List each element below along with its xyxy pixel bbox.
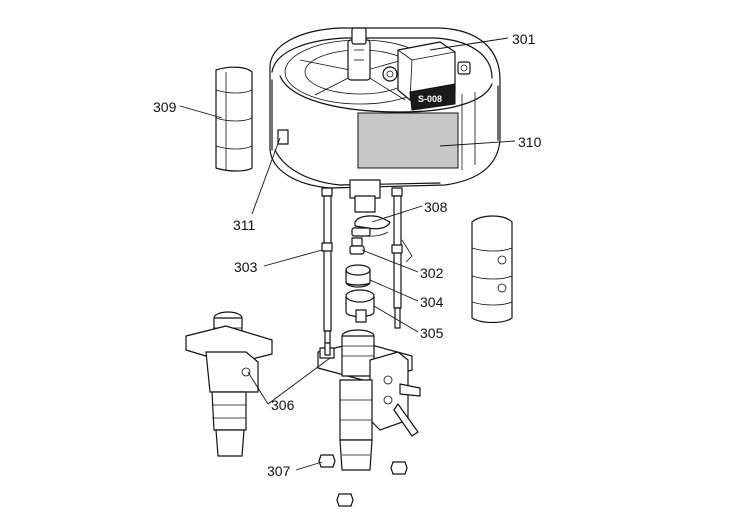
brand-badge: [409, 83, 456, 111]
tie-rod-left: [321, 187, 333, 344]
callout-301: 301: [512, 31, 536, 47]
label-panel: [357, 112, 459, 169]
shield-guard-left: [215, 66, 253, 172]
callout-309: 309: [153, 99, 177, 115]
retaining-clip-308: [351, 215, 391, 237]
motor-housing: S-008: [269, 27, 501, 213]
coupling-pin-302: [349, 237, 365, 255]
shield-guard-right: [471, 215, 513, 324]
callout-310: 310: [518, 134, 542, 150]
nut-left: [318, 454, 336, 468]
nut-right: [390, 461, 408, 475]
callout-302: 302: [420, 265, 444, 281]
callout-305: 305: [420, 325, 444, 341]
callout-307: 307: [267, 463, 291, 479]
callout-306: 306: [271, 397, 295, 413]
pump-lower: [317, 329, 421, 471]
callout-308: 308: [424, 199, 448, 215]
pump-assembled-left: [185, 311, 273, 457]
callout-303: 303: [234, 259, 258, 275]
tie-rod-right: [391, 187, 403, 329]
callout-304: 304: [420, 294, 444, 310]
callout-311: 311: [233, 217, 256, 233]
coupling-collar-304: [345, 264, 371, 288]
leader-lines: [179, 37, 516, 471]
brand-badge-text: S-008: [418, 94, 442, 104]
coupling-housing-305: [345, 289, 375, 323]
nut-bottom: [336, 493, 354, 507]
